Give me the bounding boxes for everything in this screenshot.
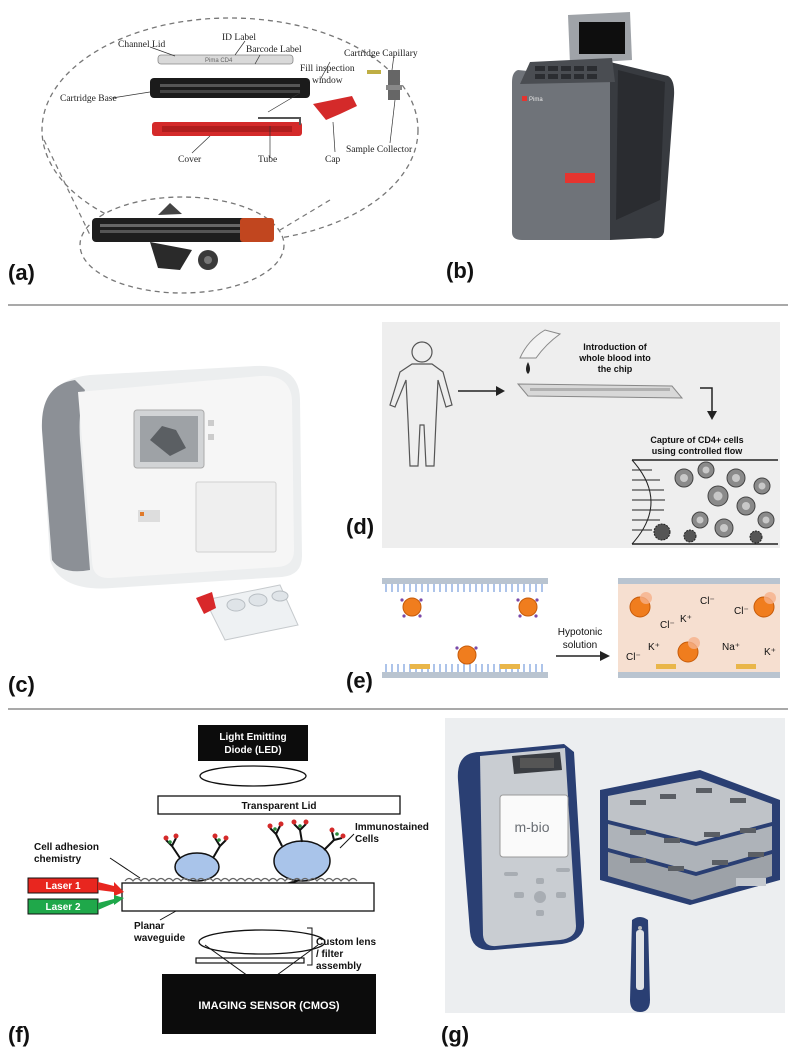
immunostained-cells [163, 819, 346, 885]
led-label-1: Light Emitting [219, 732, 286, 743]
lens-label-2: / filter [316, 949, 343, 960]
led-box [198, 725, 308, 761]
sample-cartridge [196, 584, 299, 641]
label-channel-lid: Channel Lid [118, 40, 165, 50]
mbio-reader-device: m-bio [457, 744, 585, 951]
label-barcode-label: Barcode Label [246, 45, 302, 55]
imaging-sensor [162, 974, 376, 1034]
adhesion-chemistry [124, 877, 358, 882]
tube-part [258, 117, 301, 125]
capillary-part [367, 70, 381, 74]
ion-label-2: K⁺ [680, 614, 692, 625]
waveguide-label-1: Planar [134, 921, 165, 932]
adhesion-label-1: Cell adhesion [34, 842, 99, 853]
adhesion-label-2: chemistry [34, 854, 82, 865]
ion-label-6: Na⁺ [722, 642, 740, 653]
mbio-logo-text: m-bio [514, 819, 549, 835]
portable-analyzer-device [41, 365, 303, 589]
immunostained-label-1: Immunostained [355, 822, 429, 833]
cap-part [313, 96, 357, 120]
flow-channel [631, 459, 778, 545]
channel-lid-part [157, 54, 294, 65]
upper-lens [199, 765, 307, 787]
panel-letter-g: (g) [441, 1022, 470, 1047]
laser-1-label: Laser 1 [45, 881, 80, 892]
mbio-screen [499, 794, 569, 858]
mbio-multi-slot-device [600, 770, 780, 905]
label-cover: Cover [178, 155, 202, 165]
label-fill-inspection: Fill inspection [300, 64, 355, 74]
transparent-lid-label: Transparent Lid [241, 801, 316, 812]
label-cartridge-base: Cartridge Base [60, 94, 117, 104]
laser-1-arrow [98, 882, 124, 896]
waveguide-label-2: waveguide [133, 933, 186, 944]
panel-letter-d: (d) [346, 514, 375, 539]
label-sample-collector: Sample Collector [346, 145, 413, 155]
panel-letter-c: (c) [8, 672, 35, 697]
panel-letter-a: (a) [8, 260, 35, 285]
panel-letter-f: (f) [8, 1022, 30, 1047]
capture-caption-2: using controlled flow [652, 446, 743, 456]
panel-letter-b: (b) [446, 258, 475, 283]
ion-label-8: Cl⁻ [626, 652, 641, 663]
lid-print-text: Pima CD4 [205, 58, 233, 64]
row-divider-1 [8, 304, 788, 306]
intro-caption-1: Introduction of [583, 342, 647, 352]
hypotonic-caption-1: Hypotonic [558, 627, 602, 638]
mbio-cartridge [630, 917, 650, 1012]
intro-caption-2: whole blood into [578, 353, 651, 363]
laser-2-arrow [98, 895, 124, 910]
channel-after [618, 578, 780, 678]
label-window: window [312, 76, 343, 86]
sensor-label: IMAGING SENSOR (CMOS) [198, 1000, 340, 1012]
hypotonic-caption-2: solution [563, 640, 597, 651]
label-cap: Cap [325, 155, 341, 165]
exploded-view-ellipse [41, 17, 419, 243]
finger-icon [519, 329, 562, 359]
assembled-cartridge [92, 203, 274, 270]
ion-label-7: K⁺ [764, 647, 776, 658]
ion-label-5: K⁺ [648, 642, 660, 653]
ion-label-4: Cl⁻ [734, 606, 749, 617]
panel-letter-e: (e) [346, 668, 373, 693]
channel-before [382, 578, 548, 678]
label-cartridge-capillary: Cartridge Capillary [344, 49, 418, 59]
human-figure [389, 341, 453, 467]
row-divider-2 [8, 708, 788, 710]
capture-caption-1: Capture of CD4+ cells [650, 435, 743, 445]
planar-waveguide [121, 882, 375, 912]
intro-caption-3: the chip [598, 364, 633, 374]
ion-label-3: Cl⁻ [660, 620, 675, 631]
cartridge-slot [565, 173, 595, 183]
led-label-2: Diode (LED) [224, 745, 281, 756]
transparent-lid [157, 795, 401, 815]
label-id-label: ID Label [222, 33, 256, 43]
device-brand: Pima [529, 97, 543, 103]
lens-label-1: Custom lens [316, 937, 376, 948]
immunostained-label-2: Cells [355, 834, 379, 845]
filter-plate [195, 957, 305, 964]
lens-label-3: assembly [316, 961, 362, 972]
lower-lens [198, 929, 326, 955]
pima-analyzer-device: Pima [512, 12, 675, 240]
label-tube: Tube [258, 155, 277, 165]
ion-label-1: Cl⁻ [700, 596, 715, 607]
laser-2-label: Laser 2 [45, 902, 80, 913]
